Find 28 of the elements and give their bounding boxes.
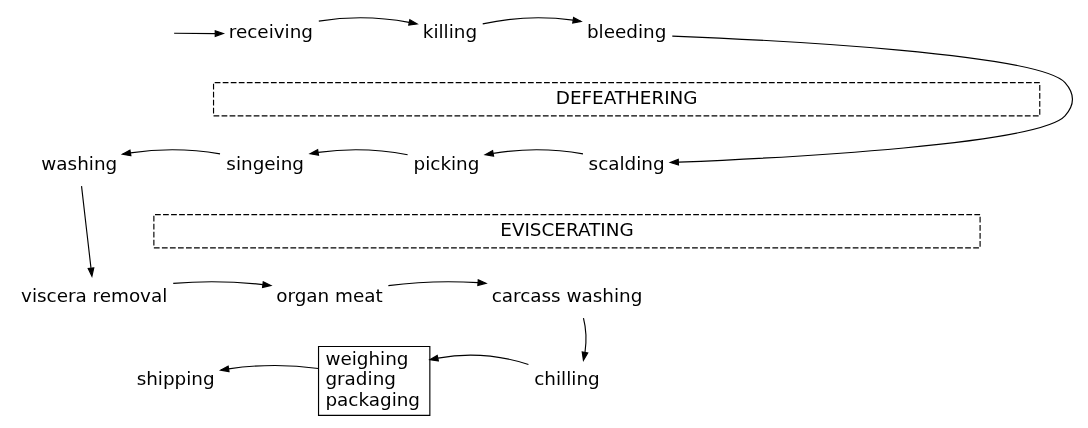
arrow — [483, 149, 584, 157]
node-text: killing — [422, 20, 478, 42]
arrow — [581, 317, 589, 362]
node-text: bleeding — [586, 20, 667, 42]
node-text: receiving — [228, 20, 314, 42]
node-text: carcass washing — [491, 284, 643, 306]
arrow — [387, 279, 488, 287]
node-text: singeing — [226, 152, 305, 174]
arrow — [80, 185, 95, 278]
node-text: scalding — [588, 152, 665, 174]
arrow — [308, 148, 409, 156]
arrow — [318, 17, 419, 26]
node-text: organ meat — [276, 284, 383, 306]
node-box: weighing grading packaging — [317, 345, 431, 416]
arrow — [120, 149, 221, 157]
node-text: shipping — [136, 368, 215, 390]
arrow — [173, 29, 226, 38]
arrow — [428, 354, 529, 365]
arrow — [668, 35, 1073, 166]
node-text: chilling — [534, 368, 600, 390]
arrow — [482, 16, 583, 25]
node-text: picking — [413, 152, 480, 174]
arrow — [218, 364, 319, 373]
node-box: EVISCERATING — [153, 214, 981, 249]
arrow — [172, 280, 273, 289]
node-text: washing — [41, 152, 118, 174]
node-text: viscera removal — [21, 284, 168, 306]
node-box: DEFEATHERING — [212, 82, 1041, 117]
